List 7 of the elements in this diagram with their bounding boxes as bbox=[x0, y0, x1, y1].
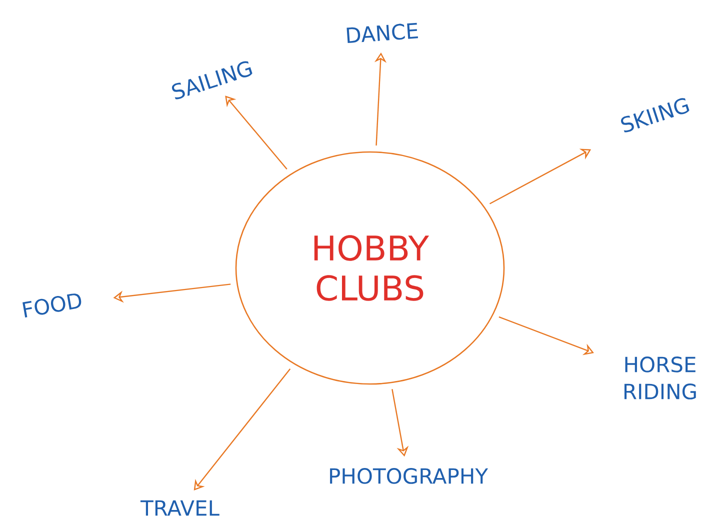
topic-label: FOOD bbox=[22, 294, 82, 318]
topic-label: DANCE bbox=[346, 22, 418, 44]
arrow bbox=[225, 96, 288, 170]
topic-label: PHOTOGRAPHY bbox=[330, 468, 488, 484]
topic-label: HORSE RIDING bbox=[624, 356, 696, 400]
topic-label: SKIING bbox=[621, 98, 690, 132]
topic-label: TRAVEL bbox=[140, 500, 220, 516]
